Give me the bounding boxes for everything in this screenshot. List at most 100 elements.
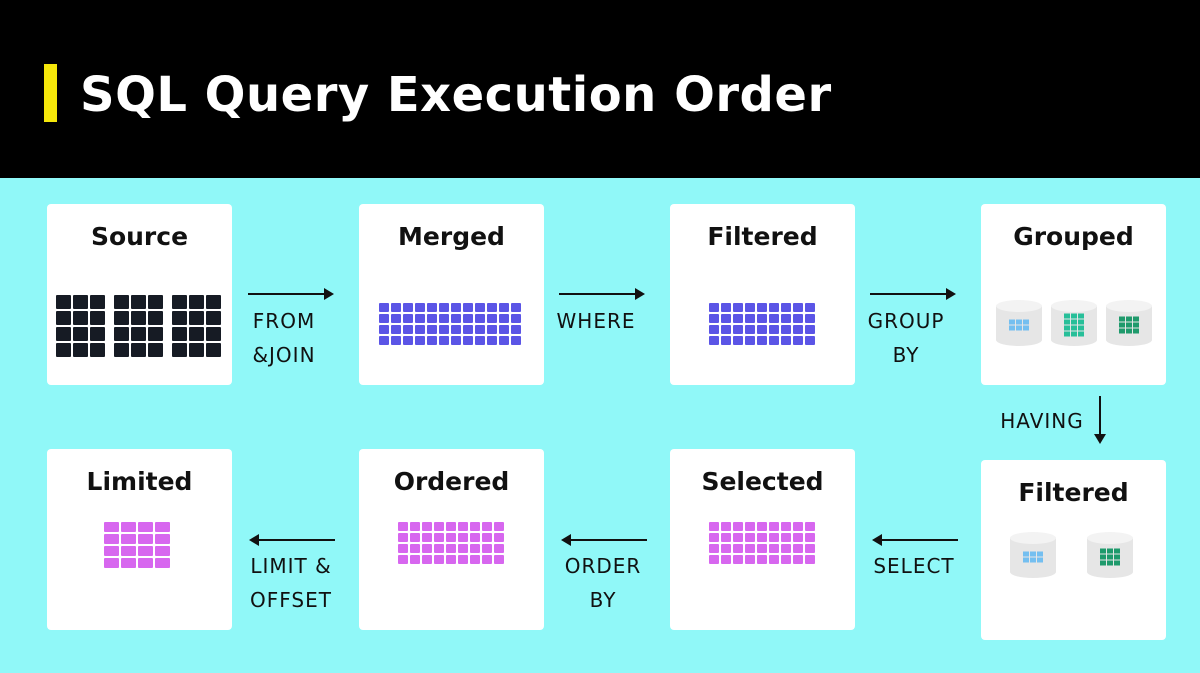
- table-cell: [446, 544, 456, 553]
- table-cell: [769, 314, 779, 323]
- table-cell: [721, 303, 731, 312]
- table-cell: [172, 295, 187, 309]
- merged-table: [379, 303, 521, 345]
- table-cell: [721, 325, 731, 334]
- card-title: Filtered: [707, 222, 818, 251]
- table-cell: [745, 544, 755, 553]
- table-cell: [1030, 551, 1036, 557]
- table-cell: [721, 533, 731, 542]
- table-cell: [757, 533, 767, 542]
- card-title: Ordered: [393, 467, 510, 496]
- table-cell: [155, 534, 170, 544]
- table-cell: [709, 303, 719, 312]
- table-cell: [410, 544, 420, 553]
- database-cylinder-icon: [1010, 532, 1056, 578]
- from-join-label: FROM &JOIN: [240, 304, 328, 372]
- table-cell: [391, 314, 401, 323]
- having-label: HAVING: [990, 404, 1094, 438]
- table-cell: [451, 303, 461, 312]
- table-cell: [138, 534, 153, 544]
- table-cell: [1071, 319, 1077, 325]
- table-cell: [482, 555, 492, 564]
- table-cell: [398, 555, 408, 564]
- table-cell: [1107, 554, 1113, 560]
- table-cell: [709, 314, 719, 323]
- table-cell: [487, 325, 497, 334]
- table-cell: [721, 544, 731, 553]
- table-cell: [451, 325, 461, 334]
- table-cell: [793, 325, 803, 334]
- table-cell: [769, 555, 779, 564]
- table-cell: [73, 295, 88, 309]
- table-cell: [470, 522, 480, 531]
- table-cell: [781, 336, 791, 345]
- table-cell: [757, 303, 767, 312]
- table-cell: [757, 336, 767, 345]
- table-cell: [1064, 313, 1070, 319]
- table-cell: [781, 522, 791, 531]
- table-cell: [131, 311, 146, 325]
- table-cell: [458, 555, 468, 564]
- table-cell: [1133, 316, 1139, 322]
- table-cell: [415, 325, 425, 334]
- table-cell: [148, 295, 163, 309]
- table-cell: [1064, 331, 1070, 337]
- table-cell: [511, 303, 521, 312]
- table-cell: [90, 311, 105, 325]
- table-cell: [206, 343, 221, 357]
- table-cell: [470, 533, 480, 542]
- page-title: SQL Query Execution Order: [80, 67, 832, 123]
- table-cell: [427, 314, 437, 323]
- table-cell: [721, 522, 731, 531]
- table-cell: [90, 343, 105, 357]
- table-cell: [155, 546, 170, 556]
- table-cell: [434, 544, 444, 553]
- table-cell: [422, 544, 432, 553]
- table-cell: [422, 533, 432, 542]
- table-cell: [422, 522, 432, 531]
- table-cell: [148, 343, 163, 357]
- card-filtered-having: Filtered: [981, 460, 1166, 640]
- table-cell: [379, 314, 389, 323]
- table-cell: [745, 336, 755, 345]
- table-cell: [499, 314, 509, 323]
- table-cell: [391, 303, 401, 312]
- table-cell: [104, 534, 119, 544]
- card-title: Grouped: [1013, 222, 1134, 251]
- database-cylinder-icon: [1106, 300, 1152, 346]
- table-cell: [379, 303, 389, 312]
- table-cell: [148, 327, 163, 341]
- table-cell: [172, 311, 187, 325]
- table-cell: [1071, 313, 1077, 319]
- table-cell: [1030, 557, 1036, 563]
- table-cell: [793, 303, 803, 312]
- table-cell: [482, 522, 492, 531]
- table-cell: [391, 325, 401, 334]
- table-cell: [1037, 551, 1043, 557]
- table-cell: [434, 555, 444, 564]
- table-cell: [451, 314, 461, 323]
- op-label-line: LIMIT &: [250, 554, 332, 578]
- group-cylinder-3: [1104, 298, 1154, 348]
- table-cell: [793, 533, 803, 542]
- source-table-3: [172, 295, 221, 357]
- op-label-line: HAVING: [1000, 409, 1084, 433]
- table-cell: [415, 303, 425, 312]
- table-cell: [470, 555, 480, 564]
- table-cell: [458, 544, 468, 553]
- table-cell: [189, 311, 204, 325]
- table-cell: [781, 314, 791, 323]
- table-cell: [733, 314, 743, 323]
- table-cell: [781, 325, 791, 334]
- table-cell: [757, 314, 767, 323]
- table-cell: [1126, 316, 1132, 322]
- table-cell: [56, 311, 71, 325]
- table-cell: [793, 314, 803, 323]
- table-cell: [1023, 557, 1029, 563]
- table-cell: [1100, 554, 1106, 560]
- table-cell: [398, 544, 408, 553]
- table-cell: [121, 558, 136, 568]
- table-cell: [805, 555, 815, 564]
- table-cell: [427, 325, 437, 334]
- table-cell: [1078, 313, 1084, 319]
